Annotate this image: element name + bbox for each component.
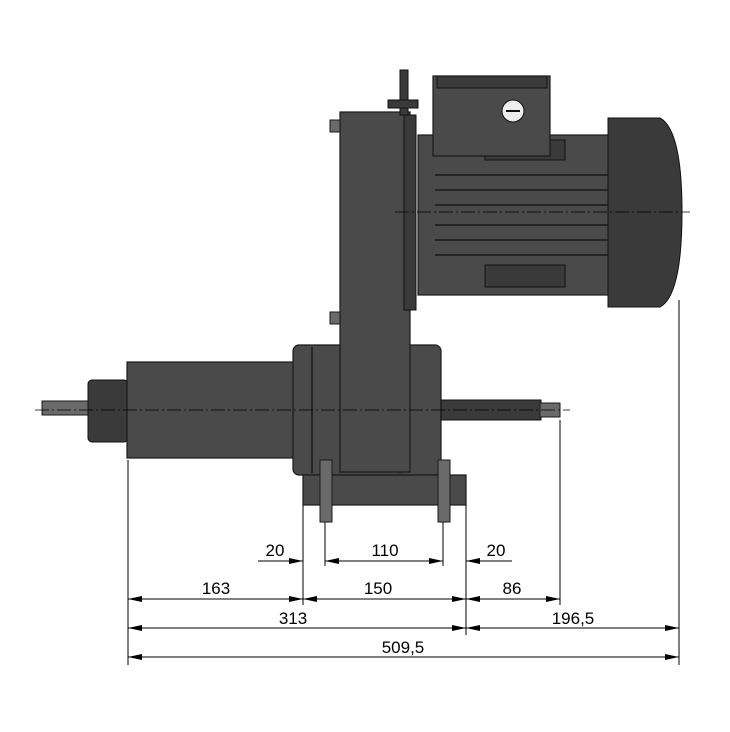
bolt-right	[437, 459, 451, 523]
bolt-left	[319, 459, 333, 523]
motor-fan-cover	[607, 117, 683, 308]
dim-shaft-length: 86	[503, 579, 522, 598]
belt-housing	[339, 111, 411, 473]
dim-left-total: 313	[279, 609, 307, 628]
dim-right-total: 196,5	[552, 609, 595, 628]
left-shaft	[41, 400, 91, 416]
dim-spindle-length: 163	[202, 579, 230, 598]
left-shaft-collar	[87, 379, 129, 443]
dim-base-width: 150	[364, 579, 392, 598]
machine	[35, 69, 690, 523]
tension-screw	[399, 69, 409, 116]
dimension-lines	[128, 558, 679, 660]
dim-flange-right: 20	[487, 541, 506, 560]
dim-bolt-spacing: 110	[371, 541, 398, 560]
dim-overall: 509,5	[382, 638, 425, 657]
terminal-box	[432, 75, 551, 157]
dim-flange-left: 20	[266, 541, 285, 560]
